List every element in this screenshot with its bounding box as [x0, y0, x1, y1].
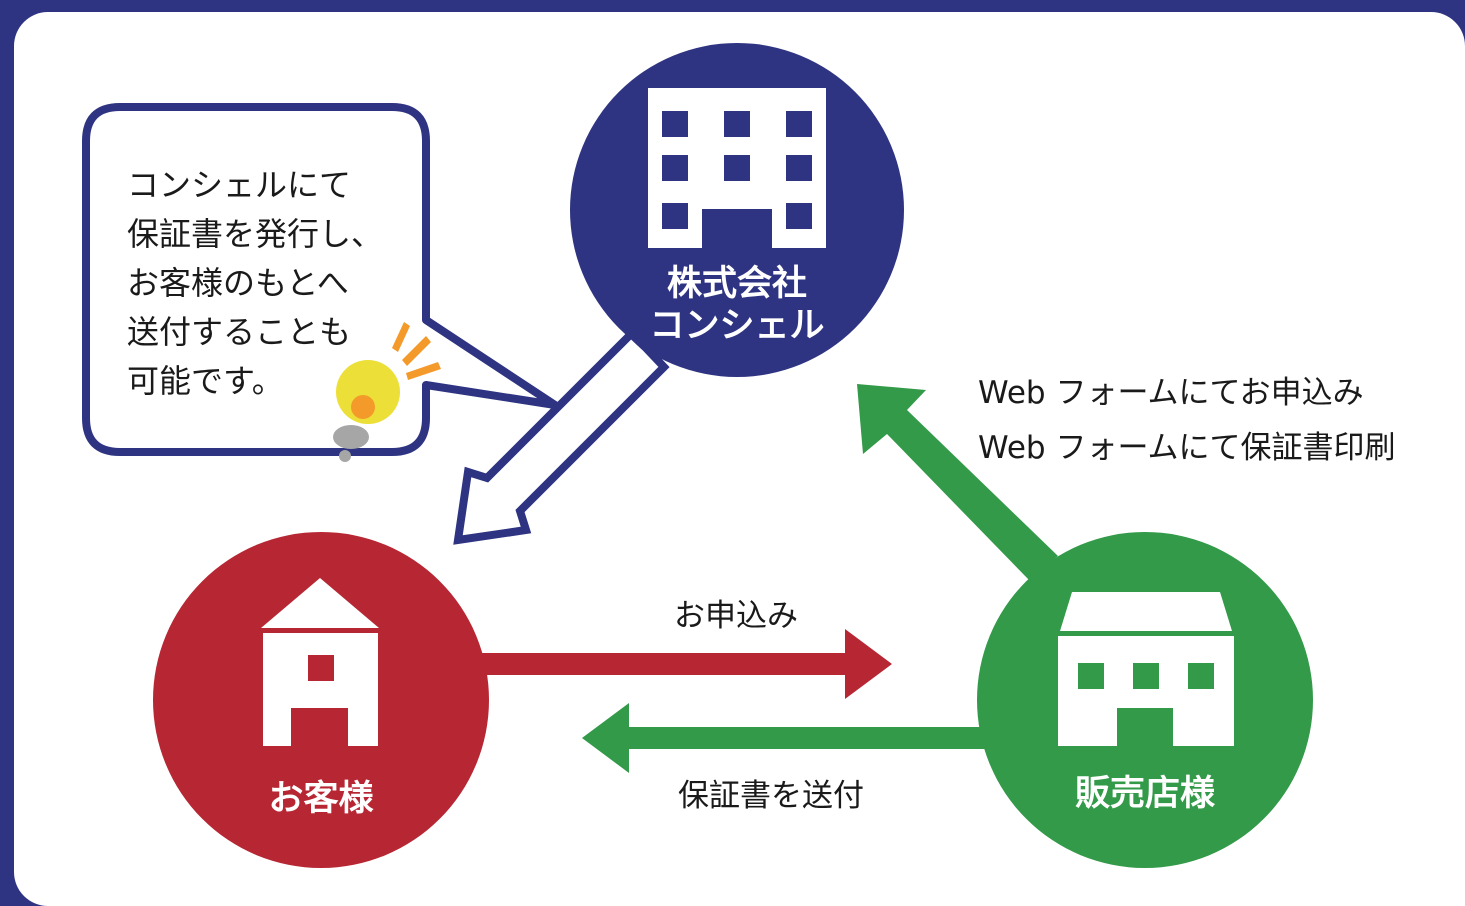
speech-bubble: コンシェルにて 保証書を発行し、 お客様のもとへ 送付することも 可能です。: [82, 103, 559, 462]
bubble-line-1: コンシェルにて: [127, 166, 351, 204]
house-icon: [261, 578, 379, 746]
bubble-line-4: 送付することも: [127, 313, 351, 351]
lightbulb-icon: [333, 322, 441, 462]
store-node: 販売店様: [977, 532, 1313, 868]
company-node: 株式会社 コンシェル: [570, 43, 904, 377]
customer-node: お客様: [153, 532, 489, 868]
send-warranty-label: 保証書を送付: [678, 778, 864, 814]
office-building-icon: [648, 88, 826, 248]
bubble-line-5: 可能です。: [127, 362, 284, 400]
web-print-label: Web フォームにて保証書印刷: [978, 430, 1396, 466]
apply-arrow: [480, 629, 892, 699]
company-label-line1: 株式会社: [667, 264, 807, 304]
bubble-line-2: 保証書を発行し、: [127, 215, 383, 253]
company-label-line2: コンシェル: [649, 306, 824, 346]
web-apply-label: Web フォームにてお申込み: [978, 375, 1364, 411]
shop-icon: [1058, 592, 1234, 746]
company-to-customer-arrow: [453, 328, 670, 545]
bubble-line-3: お客様のもとへ: [127, 264, 349, 302]
store-label: 販売店様: [1075, 774, 1216, 814]
send-warranty-arrow: [582, 703, 988, 773]
customer-label: お客様: [268, 778, 374, 819]
apply-label: お申込み: [674, 598, 798, 634]
store-to-company-arrow: [857, 384, 1058, 580]
